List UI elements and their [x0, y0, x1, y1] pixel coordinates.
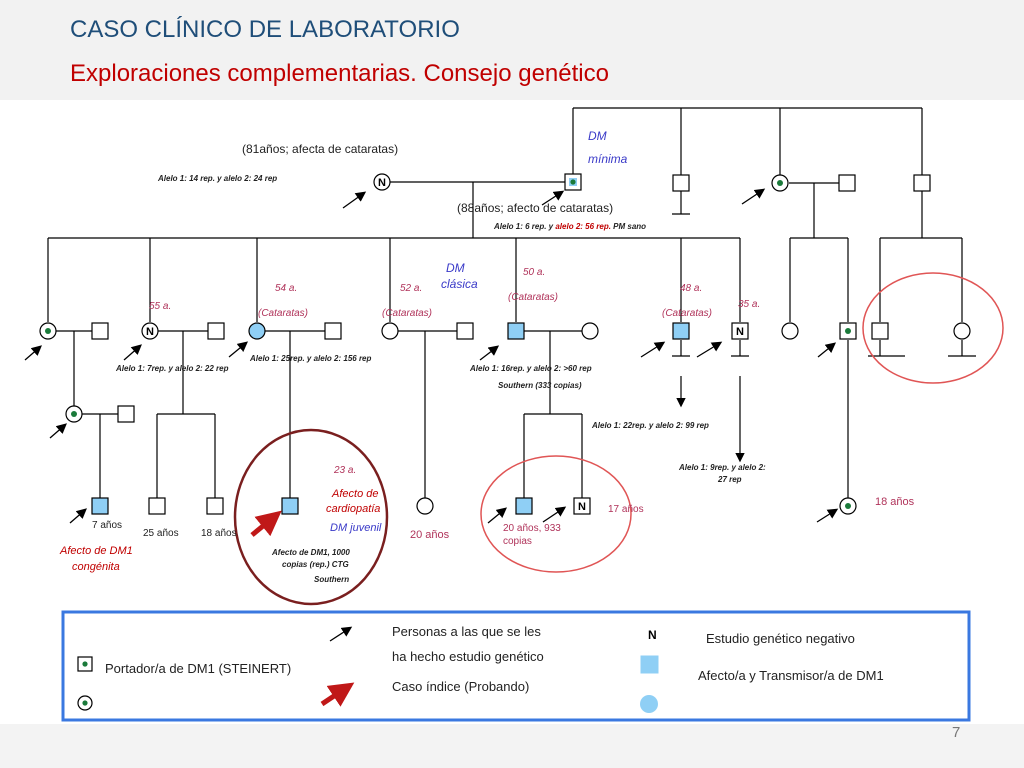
cataratas-50: (Cataratas)	[508, 292, 558, 303]
age-35: 35 a.	[738, 299, 760, 310]
spouse-square-4	[456, 322, 474, 340]
affected-female-54	[248, 322, 266, 340]
descent-arrows	[676, 376, 745, 463]
spouse-circle-5	[581, 322, 599, 340]
son-25	[148, 497, 166, 515]
spouse-square-2	[207, 322, 225, 340]
legend-affected-circle	[640, 695, 658, 713]
dm-clasica-2: clásica	[441, 277, 478, 291]
cataratas-54: (Cataratas)	[258, 308, 308, 319]
legend: Personas a las que se les ha hecho estud…	[61, 610, 971, 722]
alleles-35-2: 27 rep	[717, 475, 742, 484]
dm-minima-label-1: DM	[588, 129, 607, 143]
age-54: 54 a.	[275, 283, 297, 294]
alleles-55: Alelo 1: 7rep. y alelo 2: 22 rep	[115, 364, 229, 373]
legend-studied-2: ha hecho estudio genético	[392, 649, 544, 664]
proband-cardio-1: Afecto de	[331, 488, 378, 500]
study-arrows	[24, 188, 839, 524]
proband-note-1: Afecto de DM1, 1000	[271, 548, 350, 557]
n-marker: N	[736, 326, 744, 338]
negative-son-17	[573, 497, 591, 515]
daughter-20	[416, 497, 434, 515]
far-right-highlight-circle	[862, 272, 1004, 384]
gp-sibling-square-3	[913, 174, 931, 192]
gp-right-note: (88años; afecto de cataratas)	[457, 201, 613, 215]
alleles-50: Alelo 1: 16rep. y alelo 2: >60 rep	[469, 364, 592, 373]
southern-50: Southern (333 copias)	[498, 381, 582, 390]
legend-affected: Afecto/a y Transmisor/a de DM1	[698, 668, 884, 683]
slide-subtitle: Exploraciones complementarias. Consejo g…	[70, 60, 609, 87]
proband-highlight-circle	[233, 428, 389, 606]
proband-juvenil: DM juvenil	[330, 522, 382, 534]
affected-male-50	[507, 322, 525, 340]
negative-male-35	[731, 322, 749, 340]
age-50: 50 a.	[523, 267, 545, 278]
age-20: 20 años	[410, 529, 450, 541]
negative-markers: N N N N	[146, 177, 744, 513]
gp-sibling-square-2	[838, 174, 856, 192]
affected-son-20	[515, 497, 533, 515]
affected-male-48	[672, 322, 690, 340]
alleles-48: Alelo 1: 22rep. y alelo 2: 99 rep	[591, 421, 709, 430]
negative-male-55	[141, 322, 159, 340]
n-marker: N	[578, 501, 586, 513]
legend-proband: Caso índice (Probando)	[392, 679, 529, 694]
legend-negative: Estudio genético negativo	[706, 631, 855, 646]
pedigree-labels: (81años; afecta de cataratas) Alelo 1: 1…	[59, 129, 915, 584]
age-17: 17 años	[608, 504, 644, 515]
cousin-female	[781, 322, 799, 340]
gp-right-alleles: Alelo 1: 6 rep. y alelo 2: 56 rep. PM sa…	[493, 222, 646, 231]
dm-minima-label-2: mínima	[588, 152, 628, 166]
gp-left-negative-circle	[373, 173, 391, 191]
dm-clasica-1: DM	[446, 261, 465, 275]
son-highlight-circle	[480, 455, 632, 573]
age-18a: 18 años	[201, 528, 237, 539]
alleles-35-1: Alelo 1: 9rep. y alelo 2:	[678, 463, 766, 472]
proband-note-2: copias (rep.) CTG	[282, 560, 349, 569]
legend-n-symbol: N	[648, 628, 657, 642]
n-marker: N	[146, 326, 154, 338]
age-52: 52 a.	[400, 283, 422, 294]
far-right-square	[871, 322, 889, 340]
gp-left-note: (81años; afecta de cataratas)	[242, 142, 398, 156]
proband-note-3: Southern	[314, 575, 349, 584]
cataratas-48: (Cataratas)	[662, 308, 712, 319]
spouse-square-6	[117, 405, 135, 423]
slide-title: CASO CLÍNICO DE LABORATORIO	[70, 16, 460, 43]
age-20-933-2: copias	[503, 536, 532, 547]
gp-left-alleles: Alelo 1: 14 rep. y alelo 2: 24 rep	[157, 174, 277, 183]
far-right-circle	[953, 322, 971, 340]
congenital-label-2: congénita	[72, 561, 120, 573]
legend-studied-1: Personas a las que se les	[392, 624, 541, 639]
affected-boy-7	[91, 497, 109, 515]
pedigree-lines	[47, 107, 976, 498]
pedigree-symbols	[39, 173, 971, 515]
pedigree-diagram: N N N N (81años; afecta de cataratas) Al…	[0, 100, 1024, 724]
legend-proband-arrow	[320, 682, 355, 707]
legend-carrier: Portador/a de DM1 (STEINERT)	[105, 661, 291, 676]
age-48: 48 a.	[680, 283, 702, 294]
proband-arrow	[250, 510, 282, 537]
cataratas-52: (Cataratas)	[382, 308, 432, 319]
proband-cardio-2: cardiopatía	[326, 503, 380, 515]
slide-header: CASO CLÍNICO DE LABORATORIO Exploracione…	[0, 0, 1024, 100]
page-number: 7	[952, 724, 961, 741]
n-marker: N	[378, 177, 386, 189]
congenital-label-1: Afecto de DM1	[59, 545, 133, 557]
age-18b: 18 años	[875, 496, 915, 508]
gp-sibling-square-1	[672, 174, 690, 192]
proband-age: 23 a.	[333, 465, 356, 476]
alleles-54: Alelo 1: 25rep. y alelo 2: 156 rep	[249, 354, 372, 363]
age-25: 25 años	[143, 528, 179, 539]
age-55: 55 a.	[149, 301, 171, 312]
female-52	[381, 322, 399, 340]
legend-affected-square	[640, 655, 659, 674]
son-18	[206, 497, 224, 515]
age-20-933-1: 20 años, 933	[503, 523, 561, 534]
age-7: 7 años	[92, 520, 122, 531]
spouse-square-1	[91, 322, 109, 340]
spouse-square-3	[324, 322, 342, 340]
proband-square	[281, 497, 299, 515]
